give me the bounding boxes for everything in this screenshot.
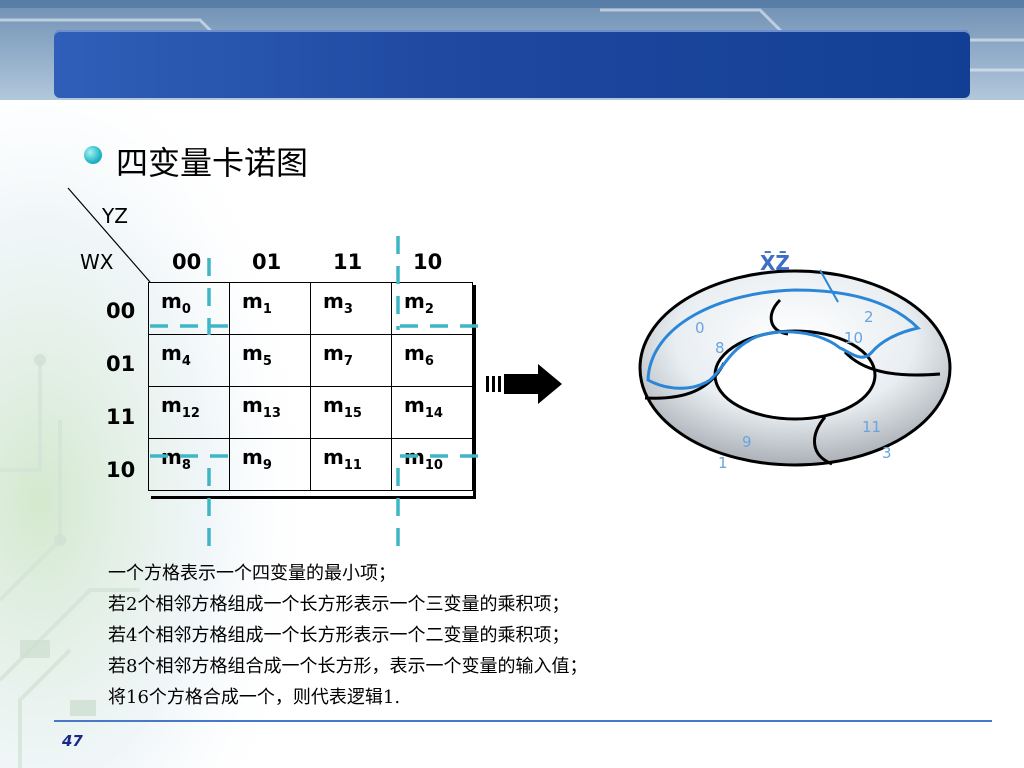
torus-number: 10	[844, 329, 863, 347]
kmap-cell: m14	[391, 386, 473, 439]
row-header: 01	[106, 352, 136, 376]
description-text: 一个方格表示一个四变量的最小项； 若2个相邻方格组成一个长方形表示一个三变量的乘…	[108, 558, 587, 713]
kmap-cell: m13	[229, 386, 311, 439]
torus-number: 8	[715, 339, 725, 357]
slide-header-bar	[54, 30, 970, 98]
slide-title: 四变量卡诺图	[116, 144, 309, 182]
kmap-cell: m11	[310, 438, 392, 491]
kmap-cell: m4	[148, 334, 230, 387]
kmap-cell: m3	[310, 282, 392, 335]
row-variable-label: WX	[80, 250, 114, 274]
description-line: 若2个相邻方格组成一个长方形表示一个三变量的乘积项；	[108, 594, 570, 615]
col-header: 11	[333, 250, 363, 274]
row-header: 10	[106, 458, 136, 482]
torus-label: X̄Z̄	[760, 251, 790, 275]
torus-number: 11	[862, 418, 881, 436]
kmap-shadow	[151, 285, 476, 499]
col-header: 01	[252, 250, 282, 274]
footer-divider	[54, 720, 992, 722]
kmap-cell: m6	[391, 334, 473, 387]
kmap-cell: m9	[229, 438, 311, 491]
adjacency-dashed-lines	[150, 236, 490, 552]
kmap-cell: m1	[229, 282, 311, 335]
torus-number: 2	[864, 308, 874, 326]
description-line: 若4个相邻方格组成一个长方形表示一个二变量的乘积项；	[108, 625, 570, 646]
col-header: 10	[413, 250, 443, 274]
description-line: 一个方格表示一个四变量的最小项；	[108, 563, 396, 584]
description-line: 若8个相邻方格组合成一个长方形，表示一个变量的输入值；	[108, 656, 588, 677]
torus-number: 1	[718, 454, 728, 472]
col-variable-label: YZ	[102, 204, 128, 228]
torus-number: 0	[695, 319, 705, 337]
torus-number: 9	[742, 433, 752, 451]
right-arrow-icon	[486, 364, 562, 404]
kmap-cell: m8	[148, 438, 230, 491]
page-number: 47	[62, 732, 83, 750]
kmap-cell: m7	[310, 334, 392, 387]
col-header: 00	[172, 250, 202, 274]
bullet-icon	[84, 146, 102, 164]
row-header: 11	[106, 405, 136, 429]
kmap-cell: m12	[148, 386, 230, 439]
kmap-cell: m10	[391, 438, 473, 491]
description-line: 将16个方格合成一个，则代表逻辑1.	[108, 687, 401, 708]
row-header: 00	[106, 299, 136, 323]
torus-number: 3	[882, 444, 892, 462]
torus-diagram: X̄Z̄ 0 8 2 10 11 9 1 3	[638, 251, 952, 472]
kmap-corner-diagonal	[67, 187, 151, 283]
